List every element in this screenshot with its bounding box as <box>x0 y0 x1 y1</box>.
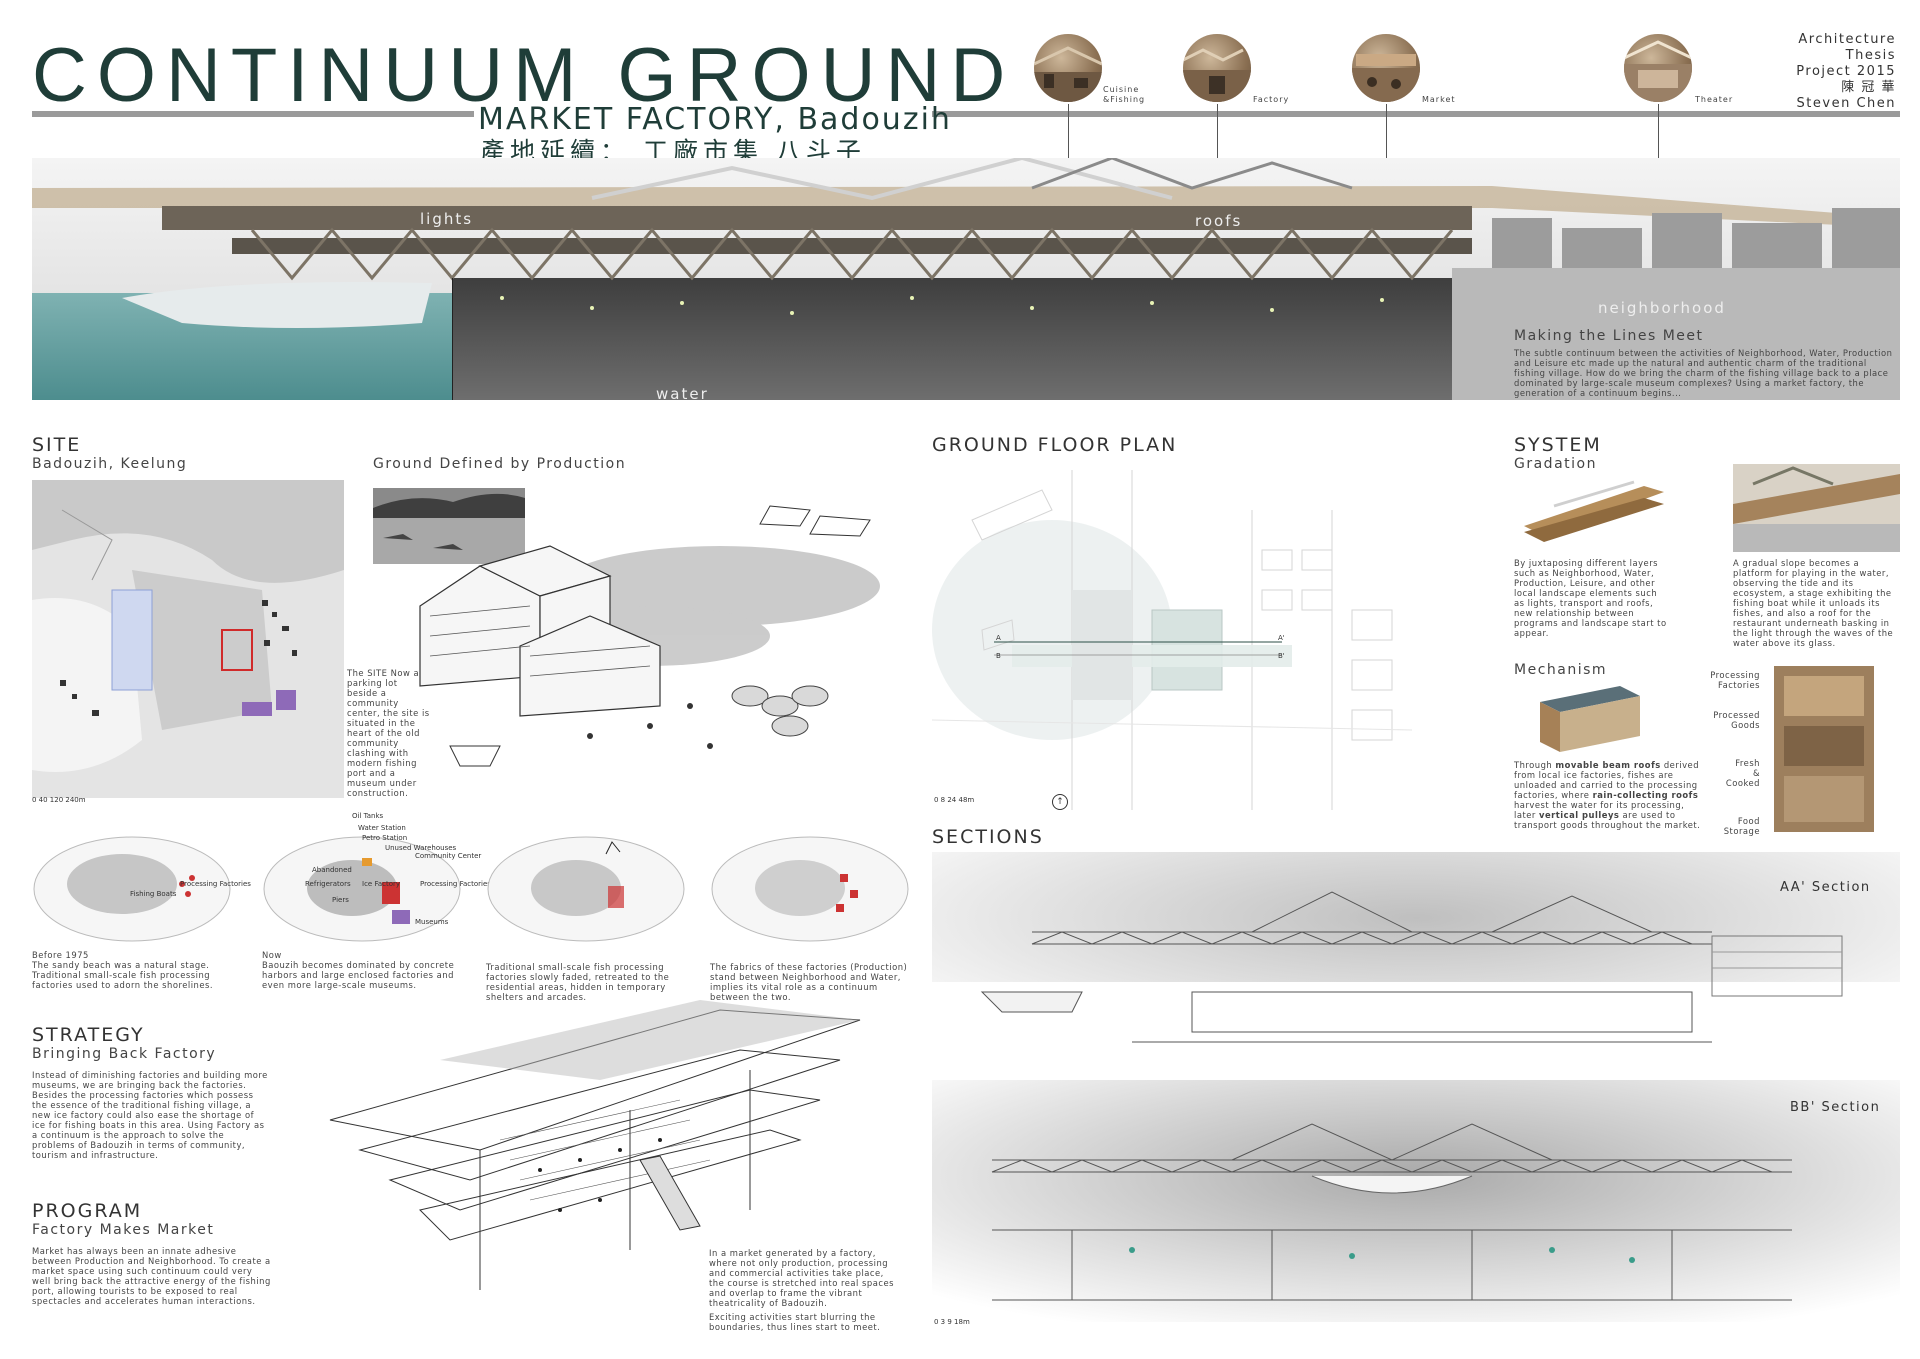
history-bubble-before-1975 <box>32 834 232 944</box>
credit-line: Project 2015 <box>1796 64 1896 79</box>
program-heading: PROGRAM <box>32 1200 143 1222</box>
program-label-theater: Theater <box>1695 95 1734 104</box>
hero-text: The subtle continuum between the activit… <box>1514 348 1893 398</box>
credit-line: Steven Chen <box>1796 96 1896 111</box>
title-rule-right <box>932 111 1900 117</box>
sections-heading: SECTIONS <box>932 826 1044 848</box>
history-label: Piers <box>332 896 349 904</box>
program-text-boundaries: Exciting activities start blurring the b… <box>709 1312 881 1332</box>
history-label: Processing Factories <box>180 880 251 888</box>
program-photo-factory <box>1183 34 1251 102</box>
history-caption-before-1975: Before 1975 The sandy beach was a natura… <box>32 950 214 990</box>
hero-perspective-section <box>32 158 1900 400</box>
section-bb-drawing <box>932 1080 1900 1322</box>
program-label-factory: Factory <box>1253 95 1290 104</box>
fishing-village-illustration <box>390 496 918 796</box>
history-label: Abandoned <box>312 866 352 874</box>
program-label-cuisine: Cuisine &Fishing <box>1103 85 1146 104</box>
site-text: The SITE Now a parking lot beside a comm… <box>347 668 430 798</box>
history-caption-now: Now Baouzih becomes dominated by concret… <box>262 950 455 990</box>
strategy-text: Instead of diminishing factories and bui… <box>32 1070 268 1160</box>
project-credit: Architecture Thesis Project 2015 陳 冠 華 S… <box>1796 32 1896 112</box>
site-map <box>32 480 344 798</box>
strategy-heading: STRATEGY <box>32 1024 145 1046</box>
stage-food-storage: Food Storage <box>1723 816 1760 836</box>
section-aa-drawing <box>932 852 1900 1072</box>
site-scale-bar: 0 40 120 240m <box>32 796 86 804</box>
history-caption-continuum: The fabrics of these factories (Producti… <box>710 962 908 1002</box>
system-subheading: Gradation <box>1514 456 1597 472</box>
history-bubble-now <box>262 834 462 944</box>
hero-heading: Making the Lines Meet <box>1514 328 1704 344</box>
credit-line: Architecture <box>1798 32 1896 47</box>
site-heading: SITE <box>32 434 82 456</box>
program-photo-theater <box>1624 34 1692 102</box>
hero-label-water: water <box>656 385 709 403</box>
history-label: Petro Station <box>362 834 408 842</box>
history-label: Processing Factories <box>420 880 491 888</box>
system-text-right: A gradual slope becomes a platform for p… <box>1733 558 1894 648</box>
history-caption-faded: Traditional small-scale fish processing … <box>486 962 670 1002</box>
section-aa-label: AA' Section <box>1780 880 1871 895</box>
production-heading: Ground Defined by Production <box>373 456 627 472</box>
section-mark-a: A <box>996 634 1001 642</box>
credit-line: 陳 冠 華 <box>1841 80 1896 95</box>
strategy-subheading: Bringing Back Factory <box>32 1046 217 1062</box>
north-arrow-icon: ↑ <box>1052 794 1068 810</box>
gradation-diagram <box>1514 476 1670 552</box>
historic-photo <box>373 488 525 564</box>
stage-processed-goods: Processed Goods <box>1713 710 1760 730</box>
plan-scale-bar: 0 8 24 48m <box>934 796 975 804</box>
program-label-market: Market <box>1422 95 1456 104</box>
history-bubble-faded <box>486 834 686 944</box>
program-subheading: Factory Makes Market <box>32 1222 215 1238</box>
hero-label-roofs: roofs <box>1195 212 1243 230</box>
hero-label-neighborhood: neighborhood <box>1598 299 1726 317</box>
stage-processing-factories: Processing Factories <box>1710 670 1760 690</box>
history-label: Community Center <box>415 852 482 860</box>
program-text: Market has always been an innate adhesiv… <box>32 1246 271 1306</box>
program-text-market: In a market generated by a factory, wher… <box>709 1248 894 1308</box>
program-photo-market <box>1352 34 1420 102</box>
history-label: Oil Tanks <box>352 812 384 820</box>
history-bubble-continuum <box>710 834 910 944</box>
poster-title: CONTINUUM GROUND <box>32 33 1016 118</box>
section-mark-b-prime: B' <box>1278 652 1285 660</box>
history-label: Refrigerators <box>305 880 351 888</box>
market-axonometric <box>300 1000 880 1300</box>
stage-fresh-cooked: Fresh & Cooked <box>1725 758 1760 788</box>
mechanism-render <box>1774 666 1874 832</box>
credit-line: Thesis <box>1845 48 1896 63</box>
history-label: Unused Warehouses <box>385 844 457 852</box>
hero-label-lights: lights <box>420 210 474 228</box>
section-mark-b: B <box>996 652 1001 660</box>
site-subheading: Badouzih, Keelung <box>32 456 188 472</box>
program-photo-cuisine <box>1034 34 1102 102</box>
history-label: Water Station <box>358 824 406 832</box>
history-label: Ice Factory <box>362 880 401 888</box>
ground-floor-heading: GROUND FLOOR PLAN <box>932 434 1178 456</box>
ground-floor-plan <box>932 470 1412 810</box>
section-mark-a-prime: A' <box>1278 634 1285 642</box>
history-label: Museums <box>415 918 449 926</box>
mechanism-heading: Mechanism <box>1514 662 1608 678</box>
section-bb-label: BB' Section <box>1790 1100 1881 1115</box>
section-scale-bar: 0 3 9 18m <box>934 1318 970 1326</box>
project-subtitle: MARKET FACTORY, Badouzih <box>478 102 952 137</box>
mechanism-text: Through movable beam roofs derived from … <box>1514 760 1701 830</box>
gradation-render <box>1733 464 1900 552</box>
system-heading: SYSTEM <box>1514 434 1602 456</box>
system-text: By juxtaposing different layers such as … <box>1514 558 1667 638</box>
title-rule-left <box>32 111 474 117</box>
mechanism-diagram <box>1530 682 1650 758</box>
history-label: Fishing Boats <box>130 890 177 898</box>
